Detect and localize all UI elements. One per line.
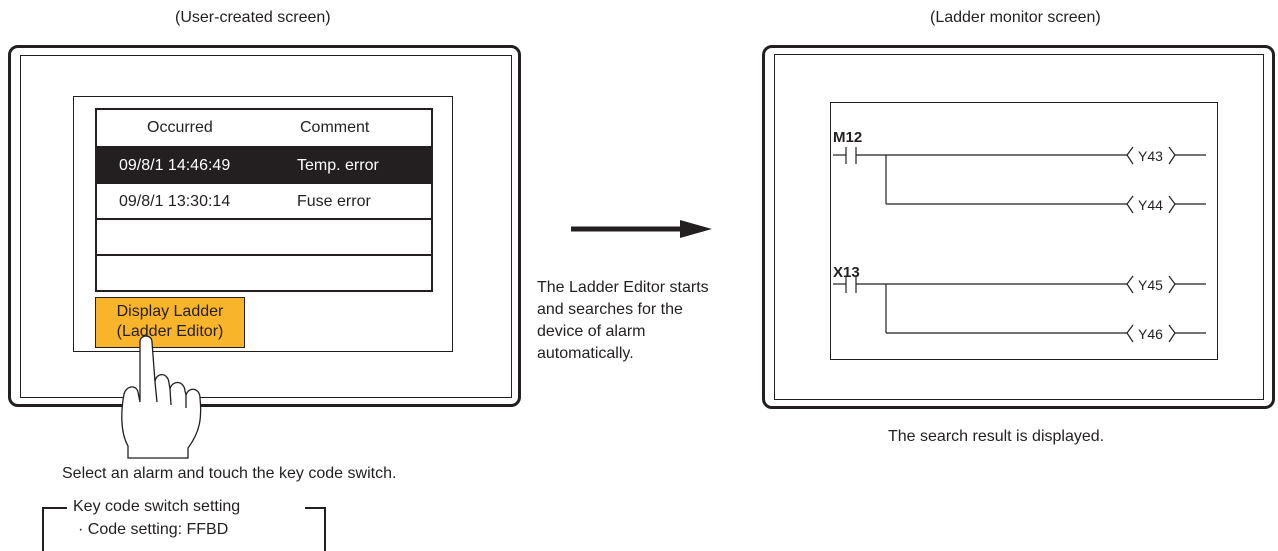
alarm-comment: Fuse error [297,193,371,210]
got-bezel-left [8,45,521,407]
contact-label-x13: X13 [833,264,860,281]
user-created-screen [20,55,512,398]
alarm-history-table: Occurred Comment 09/8/1 14:46:49 Temp. e… [95,108,433,292]
alarm-table-header: Occurred Comment [97,110,431,146]
display-ladder-button[interactable]: Display Ladder (Ladder Editor) [95,297,245,348]
search-result-text: The search result is displayed. [888,428,1105,445]
alarm-row-selected[interactable]: 09/8/1 14:46:49 Temp. error [97,146,431,182]
alarm-row[interactable]: 09/8/1 13:30:14 Fuse error [97,182,431,218]
contact-label-m12: M12 [833,129,863,146]
coil-label-y43: Y43 [1138,148,1163,164]
left-panel-caption: (User-created screen) [175,9,331,26]
description-line: device of alarm [537,323,646,340]
description-line: and searches for the [537,301,683,318]
instruction-text: Select an alarm and touch the key code s… [62,465,397,482]
alarm-row-empty[interactable] [97,218,431,254]
ladder-monitor-screen [774,54,1264,400]
right-arrow-icon [571,220,712,238]
description-line: automatically. [537,345,634,362]
description-text: The Ladder Editor starts and searches fo… [537,277,709,365]
got-bezel-right [762,45,1275,409]
settings-title: Key code switch setting [73,498,241,515]
ladder-display-area [830,102,1218,360]
coil-label-y45: Y45 [1138,277,1163,293]
comment-header: Comment [300,119,370,136]
coil-label-y44: Y44 [1138,197,1163,213]
alarm-row-empty[interactable] [97,254,431,290]
occurred-header: Occurred [147,119,213,136]
alarm-comment: Temp. error [297,157,379,174]
button-label-line1: Display Ladder [116,303,224,320]
alarm-time: 09/8/1 13:30:14 [119,193,231,210]
coil-label-y46: Y46 [1138,326,1163,342]
alarm-display-area [73,96,453,352]
description-line: The Ladder Editor starts [537,279,709,296]
alarm-time: 09/8/1 14:46:49 [119,157,231,174]
right-panel-caption: (Ladder monitor screen) [930,9,1101,26]
button-label-line2: (Ladder Editor) [116,323,224,340]
code-setting-text: · Code setting: FFBD [78,521,229,538]
